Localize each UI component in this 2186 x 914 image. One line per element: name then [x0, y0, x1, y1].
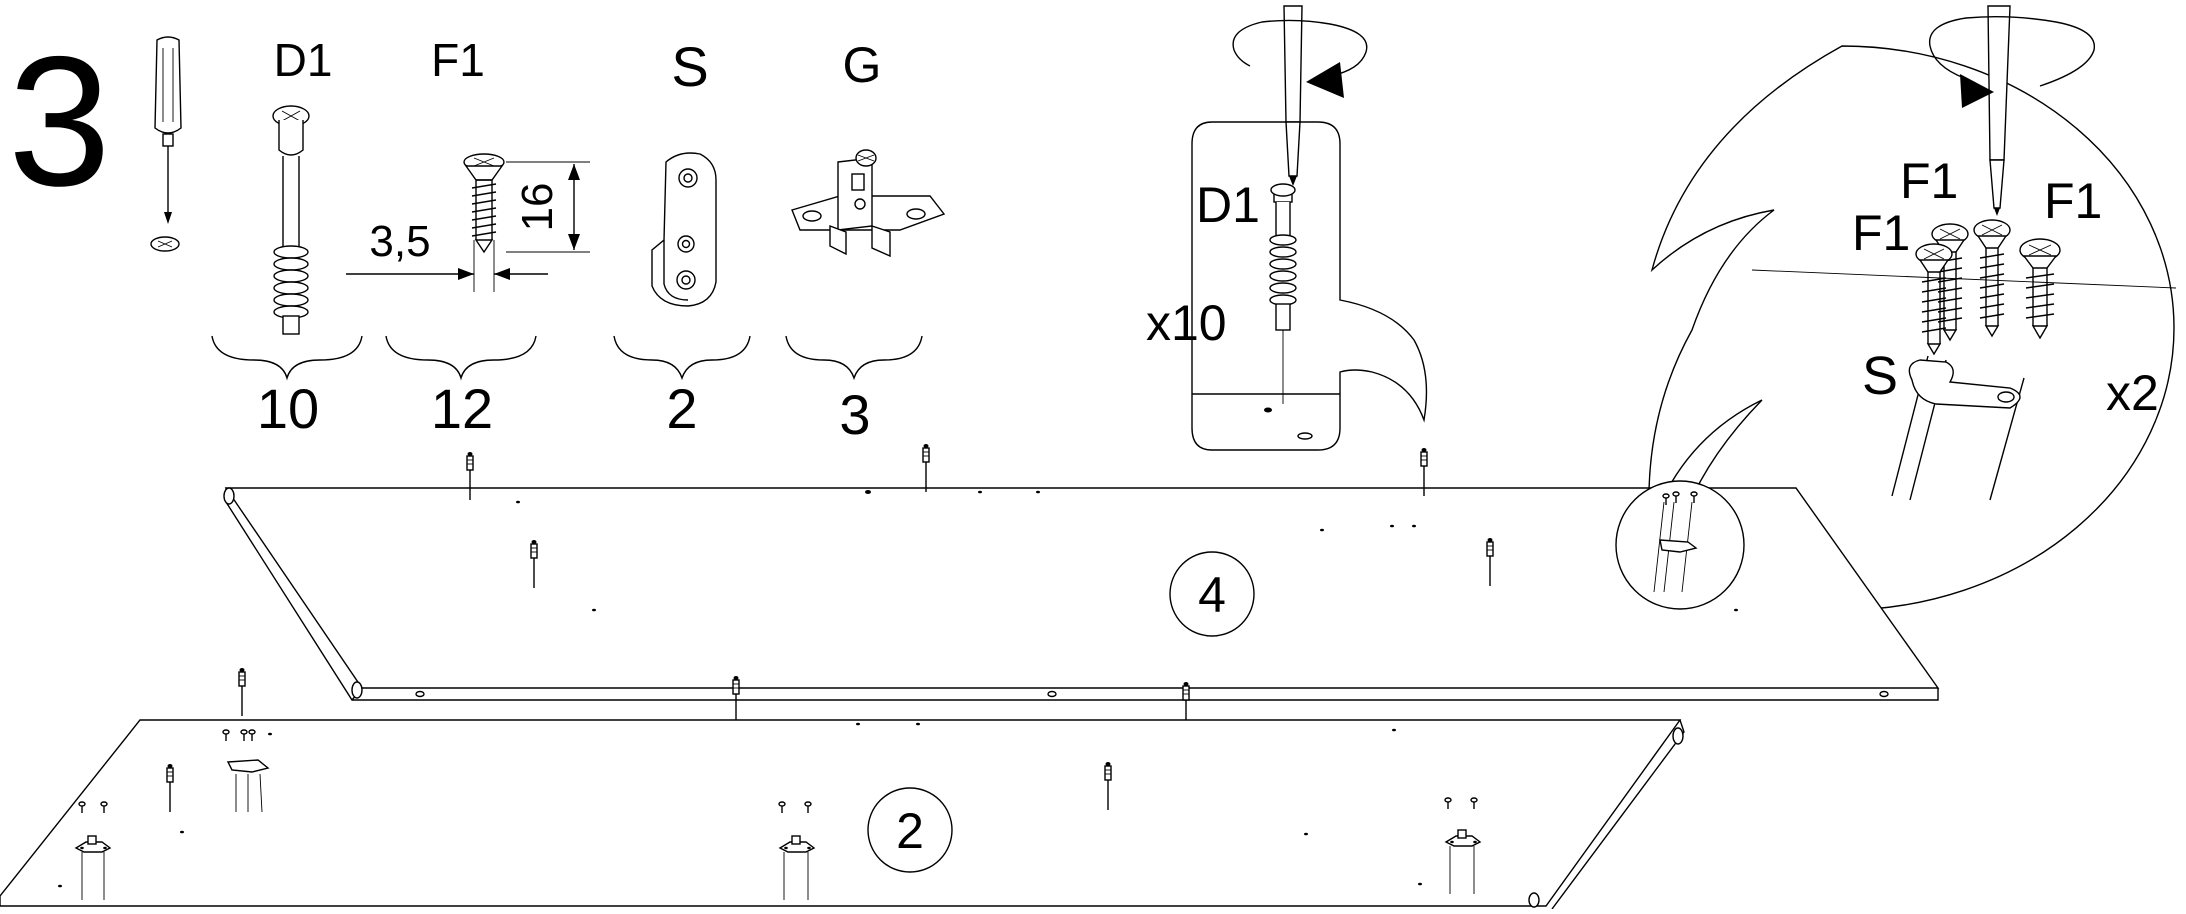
- rail-detail-screw-label-right: F1: [2044, 173, 2102, 229]
- rail-holder-s-icon: [651, 152, 717, 307]
- screw-length-label: 16: [513, 183, 562, 232]
- bracket-g-icon: [791, 149, 946, 258]
- step-number: 3: [8, 19, 111, 225]
- dowel-d1-icon: [272, 105, 310, 335]
- screw-diameter-label: 3,5: [369, 217, 430, 266]
- part-label-d1: D1: [274, 34, 333, 86]
- quantity-s: 2: [666, 377, 697, 440]
- rail-holder-detail-callout: [1648, 5, 2177, 611]
- rail-detail-count: x2: [2106, 365, 2159, 421]
- dowel-detail-count: x10: [1146, 295, 1227, 351]
- screw-dimension-lines: [346, 161, 590, 292]
- panel-4-number: 4: [1198, 567, 1226, 623]
- quantity-g: 3: [839, 383, 870, 446]
- quantity-d1: 10: [257, 377, 319, 440]
- part-label-f1: F1: [431, 34, 485, 86]
- panel-2-board: [0, 667, 1685, 910]
- panel-4-board: [223, 443, 1940, 731]
- dowel-detail-callout: [1191, 5, 1428, 451]
- rail-detail-screw-label-top: F1: [1900, 153, 1958, 209]
- quantity-f1: 12: [431, 377, 493, 440]
- screw-f1-icon: [463, 153, 505, 254]
- panel-2-number: 2: [896, 803, 924, 859]
- dowel-detail-part-label: D1: [1196, 177, 1260, 233]
- quantity-braces: [211, 335, 923, 381]
- rail-detail-screw-label-left: F1: [1852, 205, 1910, 261]
- screwdriver-icon: [150, 36, 182, 252]
- part-label-s: S: [671, 35, 708, 98]
- rail-detail-holder-label: S: [1862, 346, 1898, 406]
- part-label-g: G: [843, 37, 882, 93]
